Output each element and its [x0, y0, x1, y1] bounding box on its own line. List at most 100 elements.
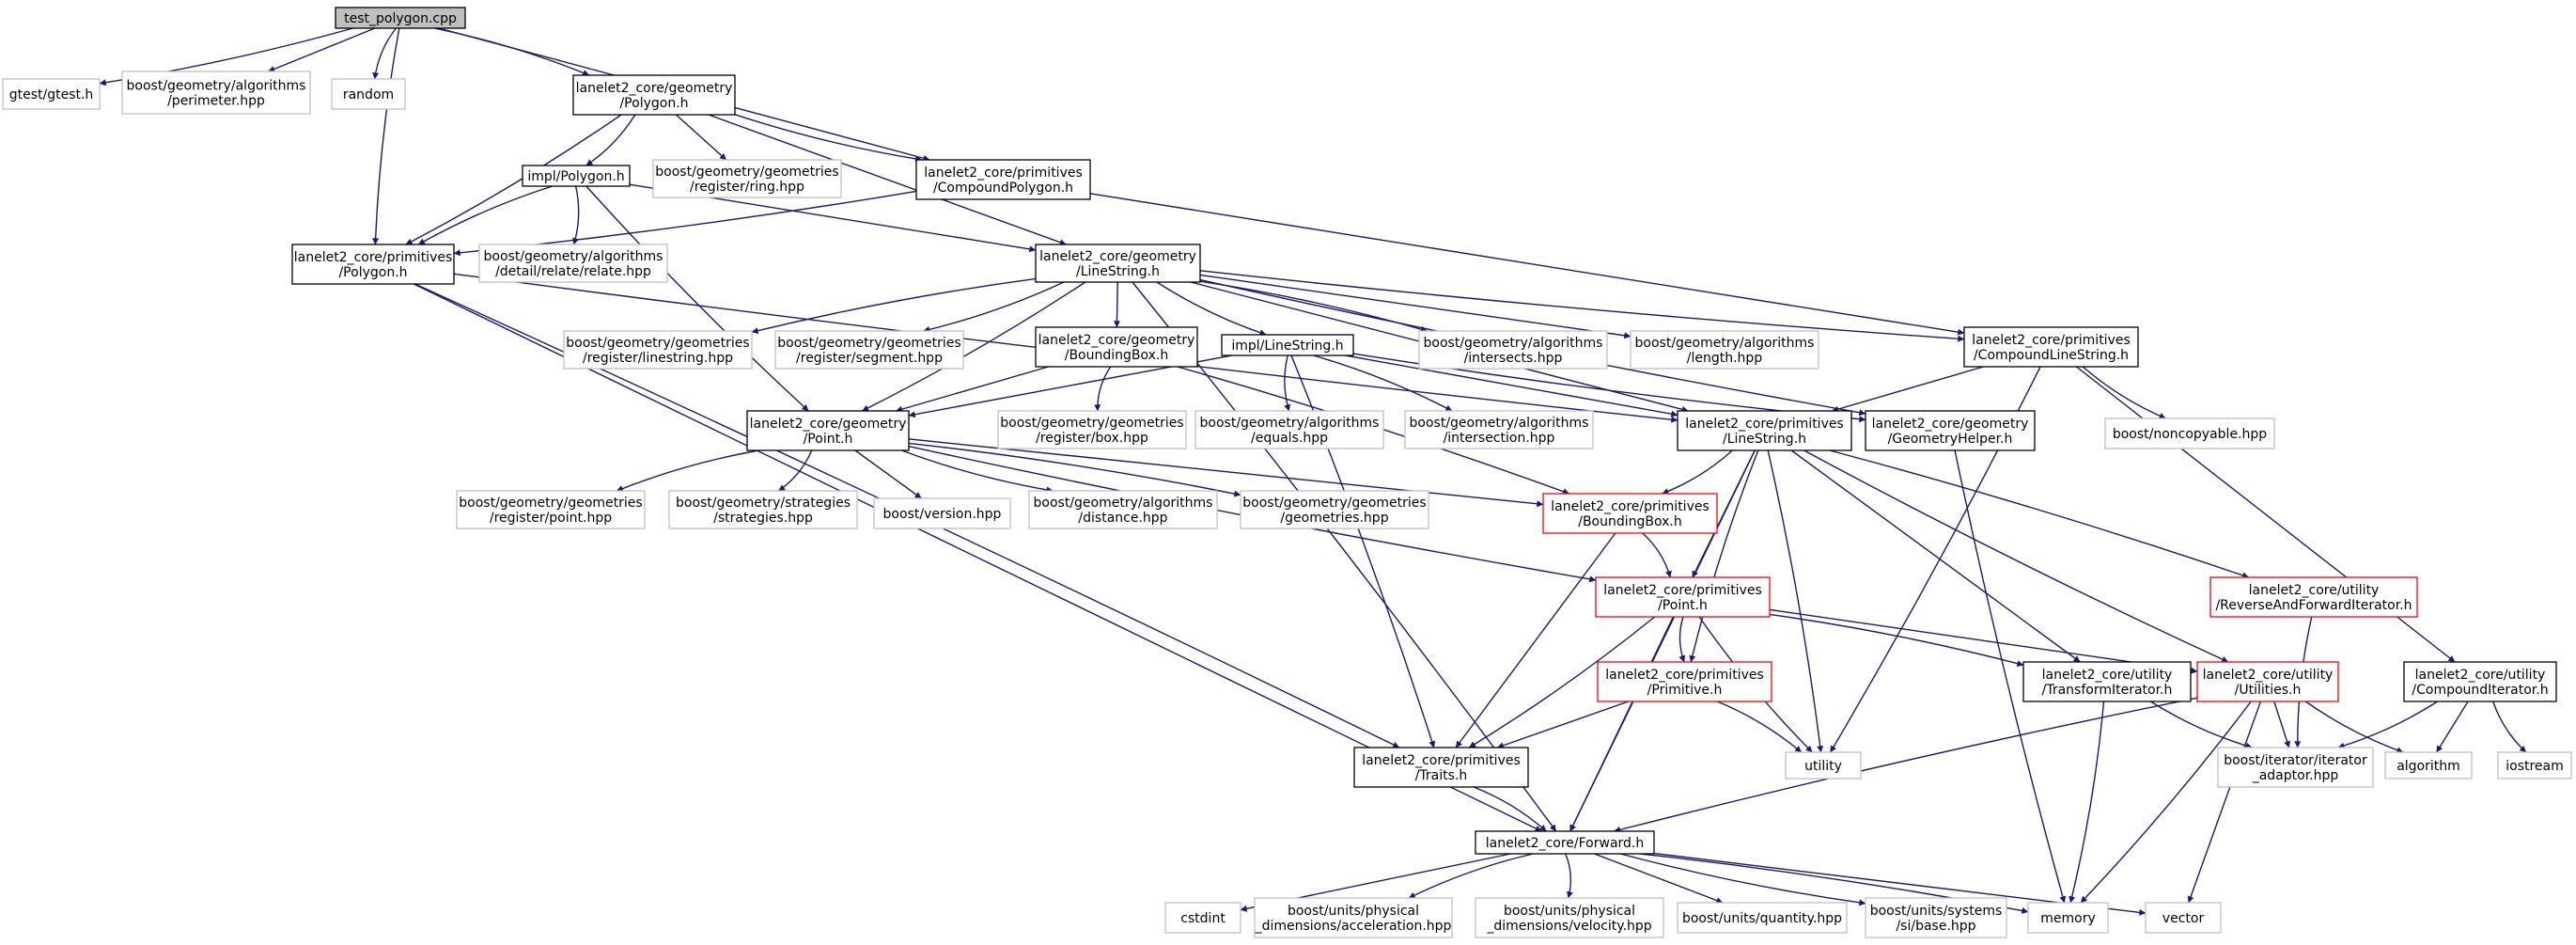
node-compoundIterator[interactable]: lanelet2_core/utility/CompoundIterator.h: [2403, 661, 2557, 702]
edge-line: [372, 27, 400, 245]
node-label: boost/geometry/geometries: [1000, 416, 1183, 431]
edge-geomLineString-to-geomBoundingBox: [1113, 281, 1120, 328]
edge-geomLineString-to-registerLinestring: [751, 277, 1037, 335]
edge-primPoint-to-primPrimitive: [1678, 616, 1686, 663]
node-box: [1475, 897, 1664, 938]
node-label: lanelet2_core/utility: [2415, 668, 2546, 683]
edge-transformIterator-to-memory: [2069, 701, 2105, 904]
node-box: [1865, 897, 2007, 938]
edge-geomPoint-to-version: [854, 449, 922, 499]
node-implLineString[interactable]: impl/LineString.h: [1221, 334, 1354, 356]
node-primLineString[interactable]: lanelet2_core/primitives/LineString.h: [1677, 410, 1852, 451]
edge-forward-to-velocity: [1565, 853, 1573, 899]
node-utilities[interactable]: lanelet2_core/utility/Utilities.h: [2196, 661, 2339, 702]
node-label: impl/LineString.h: [1231, 339, 1343, 354]
node-label: /register/box.hpp: [1036, 431, 1148, 446]
node-label: /Point.h: [804, 432, 853, 447]
edge-line: [1829, 449, 2249, 579]
node-compoundLineString[interactable]: lanelet2_core/primitives/CompoundLineStr…: [1963, 326, 2139, 368]
node-label: memory: [2040, 911, 2096, 926]
edge-root-to-random: [372, 27, 397, 80]
node-label: lanelet2_core/Forward.h: [1486, 836, 1645, 851]
edge-line: [2337, 701, 2439, 749]
node-box: [1865, 410, 2036, 451]
node-label: boost/geometry/algorithms: [1034, 496, 1213, 511]
node-traits[interactable]: lanelet2_core/primitives/Traits.h: [1353, 747, 1529, 788]
node-forward[interactable]: lanelet2_core/Forward.h: [1475, 830, 1655, 855]
node-intersection: boost/geometry/algorithms/intersection.h…: [1404, 410, 1594, 449]
edge-geometryHelper-to-memory: [1954, 449, 2067, 904]
edge-line: [1565, 853, 1573, 899]
node-box: [2, 78, 101, 110]
node-label: _dimensions/acceleration.hpp: [1255, 919, 1452, 934]
edge-line: [908, 442, 1241, 497]
node-intersects: boost/geometry/algorithms/intersects.hpp: [1418, 330, 1608, 370]
node-label: _dimensions/velocity.hpp: [1486, 919, 1651, 934]
node-box: [2497, 751, 2572, 780]
edge-geomLineString-to-geomPoint: [862, 281, 1086, 412]
edge-primLineString-to-transformIterator: [1790, 449, 2081, 663]
node-box: [2145, 902, 2222, 934]
edge-compoundPolygon-to-compoundLineString: [1089, 193, 1965, 336]
node-box: [1221, 334, 1354, 356]
node-box: [1785, 751, 1862, 780]
node-box: [774, 330, 964, 370]
node-equals: boost/geometry/algorithms/equals.hpp: [1194, 410, 1384, 449]
edge-line: [1199, 280, 1428, 333]
node-label: random: [343, 87, 394, 102]
node-primPoint[interactable]: lanelet2_core/primitives/Point.h: [1595, 576, 1771, 618]
node-primPrimitive[interactable]: lanelet2_core/primitives/Primitive.h: [1597, 661, 1772, 702]
node-transformIterator[interactable]: lanelet2_core/utility/TransformIterator.…: [2022, 661, 2192, 702]
edge-implPolygon-to-relate: [572, 185, 580, 245]
node-box: [2022, 661, 2192, 702]
node-box: [1418, 330, 1608, 370]
node-label: boost/iterator/iterator: [2224, 753, 2367, 768]
node-label: boost/geometry/geometries: [1242, 496, 1426, 511]
node-box: [997, 410, 1187, 449]
node-label: /register/segment.hpp: [796, 351, 943, 366]
node-geomLineString[interactable]: lanelet2_core/geometry/LineString.h: [1035, 244, 1201, 283]
node-primPolygon[interactable]: lanelet2_core/primitives/Polygon.h: [291, 244, 455, 285]
node-box: [2217, 747, 2374, 788]
node-box: [2196, 661, 2339, 702]
edge-line: [1313, 354, 1453, 412]
node-geometryHelper[interactable]: lanelet2_core/geometry/GeometryHelper.h: [1865, 410, 2036, 451]
node-box: [915, 159, 1091, 200]
node-geomPoint[interactable]: lanelet2_core/geometry/Point.h: [746, 410, 910, 451]
node-label: lanelet2_core/utility: [2203, 668, 2334, 683]
node-distance: boost/geometry/algorithms/distance.hpp: [1028, 490, 1218, 529]
node-strategies: boost/geometry/strategies/strategies.hpp: [668, 490, 858, 529]
node-label: boost/geometry/algorithms: [127, 79, 306, 94]
edge-transformIterator-to-iteratorAdaptor: [2149, 701, 2253, 749]
node-box: [1630, 330, 1819, 370]
node-label: /CompoundLineString.h: [1974, 348, 2129, 363]
node-label: /detail/relate/relate.hpp: [495, 264, 651, 279]
edge-line: [572, 185, 580, 245]
edge-line: [675, 114, 727, 161]
node-length: boost/geometry/algorithms/length.hpp: [1630, 330, 1819, 370]
edge-utilities-to-memory: [2080, 701, 2252, 904]
node-label: lanelet2_core/utility: [2249, 583, 2380, 598]
node-root[interactable]: test_polygon.cpp: [335, 7, 466, 29]
edge-line: [1642, 532, 1672, 578]
node-geomBoundingBox[interactable]: lanelet2_core/geometry/BoundingBox.h: [1035, 326, 1198, 368]
edge-line: [585, 114, 636, 166]
node-compoundPolygon[interactable]: lanelet2_core/primitives/CompoundPolygon…: [915, 159, 1091, 200]
edge-primLineString-to-primBoundingBox: [1662, 449, 1733, 495]
node-primBoundingBox[interactable]: lanelet2_core/primitives/BoundingBox.h: [1542, 493, 1718, 534]
node-box: [335, 7, 466, 29]
edge-line: [1089, 193, 1965, 336]
node-geomPolygon[interactable]: lanelet2_core/geometry/Polygon.h: [572, 74, 736, 116]
node-reverseForward[interactable]: lanelet2_core/utility/ReverseAndForwardI…: [2209, 576, 2418, 618]
node-box: [563, 330, 753, 370]
node-label: lanelet2_core/primitives: [1362, 753, 1521, 768]
node-label: lanelet2_core/primitives: [1605, 668, 1764, 683]
node-label: /BoundingBox.h: [1065, 348, 1169, 363]
node-box: [1677, 902, 1848, 934]
edge-primPrimitive-to-utility: [1717, 701, 1803, 753]
node-implPolygon[interactable]: impl/Polygon.h: [522, 165, 631, 187]
node-box: [1353, 747, 1529, 788]
node-label: cstdint: [1180, 911, 1226, 926]
node-algorithm: algorithm: [2384, 751, 2473, 780]
edge-geomPolygon-to-primPolygon: [405, 114, 622, 245]
